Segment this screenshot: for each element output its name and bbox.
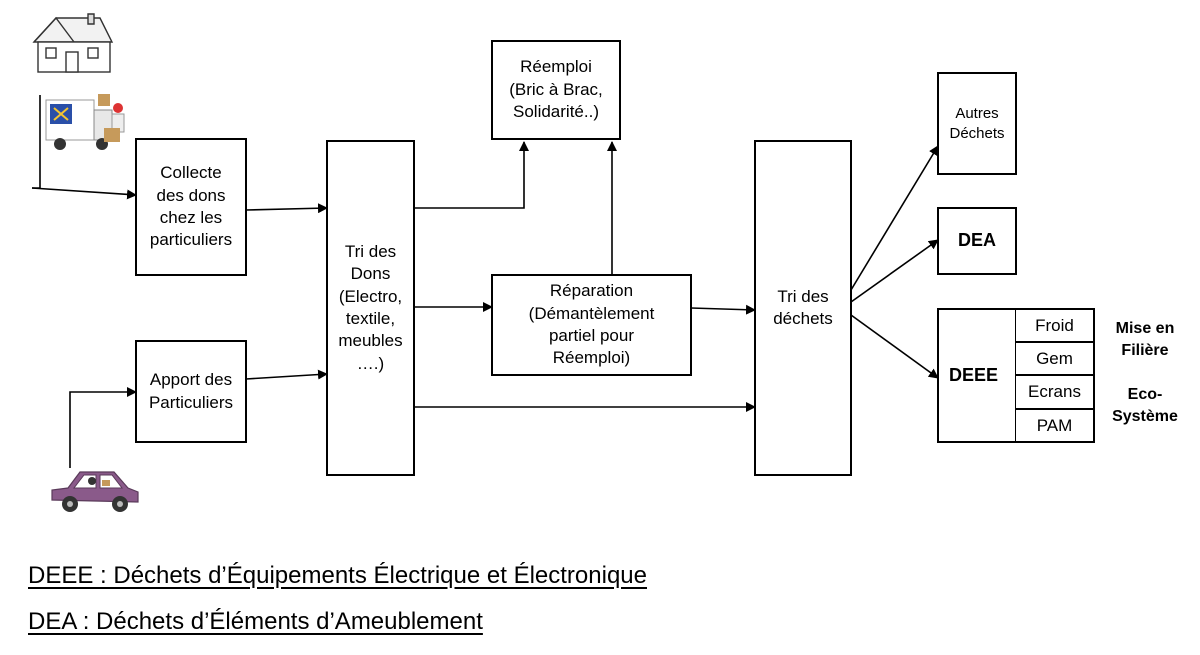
deee-category-froid: Froid	[1015, 308, 1095, 342]
legend-dea: DEA : Déchets d’Éléments d’Ameublement	[28, 608, 483, 635]
legend-deee: DEEE : Déchets d’Équipements Électrique …	[28, 562, 647, 589]
reemploi-box: Réemploi (Bric à Brac, Solidarité..)	[491, 40, 621, 140]
deee-category-ecrans: Ecrans	[1015, 375, 1095, 409]
tri-dons-box: Tri des Dons (Electro, textile, meubles …	[326, 140, 415, 476]
house-icon	[32, 13, 114, 73]
car-icon	[51, 471, 139, 512]
moving-truck-icon	[45, 94, 125, 150]
deee-category-pam: PAM	[1015, 409, 1095, 443]
collecte-box: Collecte des dons chez les particuliers	[135, 138, 247, 276]
deee-label: DEEE	[949, 364, 999, 385]
tri-dechets-box: Tri des déchets	[754, 140, 852, 476]
deee-category-gem: Gem	[1015, 342, 1095, 375]
dea-box: DEA	[937, 207, 1017, 275]
autres-dechets-box: Autres Déchets	[937, 72, 1017, 175]
reparation-box: Réparation (Démantèlement partiel pour R…	[491, 274, 692, 376]
mise-en-filiere-label: Mise en Filière	[1115, 320, 1175, 359]
apport-box: Apport des Particuliers	[135, 340, 247, 443]
eco-systeme-label: Eco- Système	[1112, 386, 1178, 425]
